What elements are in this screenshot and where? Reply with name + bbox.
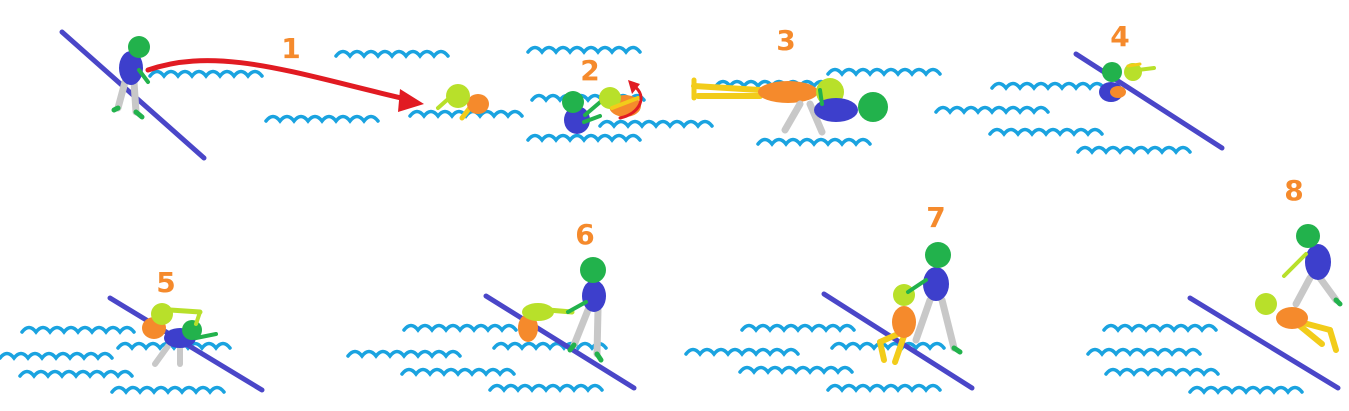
panel-7: 7 — [686, 201, 972, 390]
panel-4: 4 — [936, 20, 1222, 152]
panel-2: 2 — [528, 48, 712, 141]
step-number-6: 6 — [575, 218, 594, 251]
panel-6: 6 — [348, 218, 634, 390]
step-number-5: 5 — [156, 266, 175, 299]
step-number-3: 3 — [776, 24, 795, 57]
rescuer-figure — [1284, 224, 1340, 304]
throw-arrow — [148, 61, 424, 112]
victim-figure — [518, 303, 572, 342]
panel-5: 5 — [0, 266, 262, 392]
water-waves — [1088, 326, 1302, 393]
step-number-1: 1 — [281, 32, 300, 65]
step-number-4: 4 — [1110, 20, 1129, 53]
rescuer-figure — [908, 242, 960, 352]
step-number-2: 2 — [580, 54, 599, 87]
water-waves — [348, 326, 606, 391]
panel-3: 3 — [694, 24, 940, 144]
step-number-8: 8 — [1284, 174, 1303, 207]
panel-1: 1 — [62, 32, 522, 158]
water-waves — [936, 84, 1190, 153]
step-number-7: 7 — [926, 201, 945, 234]
panel-8: 8 — [1088, 174, 1340, 392]
